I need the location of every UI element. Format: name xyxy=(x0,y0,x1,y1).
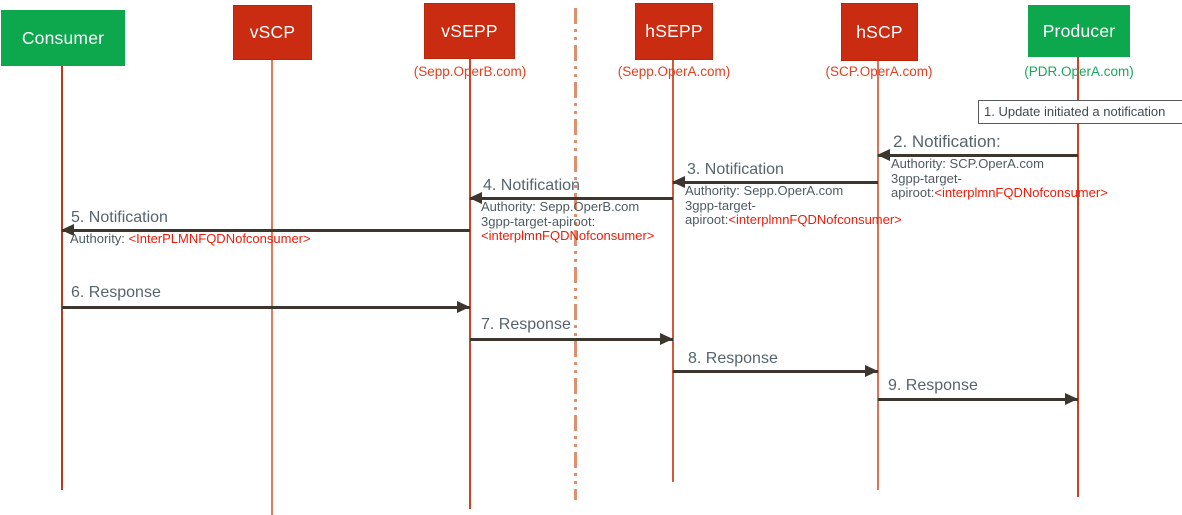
actor-vsepp-domain: (Sepp.OperB.com) xyxy=(413,64,527,79)
lifeline-hscp xyxy=(877,61,879,490)
message-4-heading: 4. Notification xyxy=(483,177,580,194)
message-5-line1: Authority: <InterPLMNFQDNofconsumer> xyxy=(70,231,311,247)
message-9-arrow-line xyxy=(878,398,1078,401)
message-2-line3-fqdn: <interplmnFQDNofconsumer> xyxy=(934,185,1108,200)
message-8-heading: 8. Response xyxy=(688,350,778,367)
message-8-arrowhead-icon xyxy=(865,365,878,377)
message-2-line3-prefix: apiroot: xyxy=(891,185,935,200)
message-5-line1-fqdn: <InterPLMNFQDNofconsumer> xyxy=(128,231,311,246)
lifeline-vsepp xyxy=(469,59,471,509)
message-7-arrow-line xyxy=(470,338,673,341)
message-2-line2: 3gpp-target- xyxy=(891,170,962,186)
message-5-heading: 5. Notification xyxy=(71,209,168,226)
message-9-arrowhead-icon xyxy=(1065,393,1078,405)
message-2-heading: 2. Notification: xyxy=(893,132,1001,151)
message-9-heading: 9. Response xyxy=(888,377,978,394)
plmn-boundary-separator xyxy=(574,8,577,500)
lifeline-producer xyxy=(1077,57,1079,497)
actor-vsepp-label: vSEPP xyxy=(441,20,498,41)
message-2-arrowhead-icon xyxy=(877,149,890,161)
message-3-line3: apiroot:<interplmnFQDNofconsumer> xyxy=(685,212,902,228)
message-2-line3: apiroot:<interplmnFQDNofconsumer> xyxy=(891,185,1108,201)
message-3-body: Authority: Sepp.OperA.com 3gpp-target- a… xyxy=(685,183,902,228)
lifeline-consumer xyxy=(61,66,63,490)
note-step1-text: 1. Update initiated a notification xyxy=(984,104,1166,119)
message-3-heading: 3. Notification xyxy=(687,161,784,178)
message-4-line1: Authority: Sepp.OperB.com xyxy=(481,199,640,214)
message-3-arrow-line xyxy=(673,181,878,184)
message-5-arrow-line xyxy=(62,229,470,232)
message-4-arrow-line xyxy=(470,197,673,200)
message-5-arrowhead-icon xyxy=(61,224,74,236)
actor-producer-label: Producer xyxy=(1042,20,1116,41)
message-6-heading: 6. Response xyxy=(71,284,161,301)
actor-consumer-label: Consumer xyxy=(21,27,105,48)
message-3-line2: 3gpp-target- xyxy=(685,197,756,213)
actor-producer-domain: (PDR.OperA.com) xyxy=(1024,64,1134,79)
message-7-arrowhead-icon xyxy=(660,333,673,345)
actor-vscp-label: vSCP xyxy=(249,22,296,42)
message-2-line1: Authority: SCP.OperA.com xyxy=(891,156,1044,171)
message-2-arrow-line xyxy=(878,154,1078,157)
message-7-heading: 7. Response xyxy=(481,316,571,333)
message-2-body: Authority: SCP.OperA.com 3gpp-target- ap… xyxy=(891,156,1108,201)
message-4-line2: 3gpp-target-apiroot: xyxy=(481,213,596,229)
note-step1: 1. Update initiated a notification xyxy=(978,100,1182,124)
actor-hscp: hSCP xyxy=(841,3,918,61)
message-4-body: Authority: Sepp.OperB.com 3gpp-target-ap… xyxy=(481,199,655,244)
message-8-arrow-line xyxy=(673,370,878,373)
actor-hscp-domain: (SCP.OperA.com) xyxy=(825,64,933,79)
message-3-line1: Authority: Sepp.OperA.com xyxy=(685,183,844,198)
lifeline-hsepp xyxy=(672,60,674,482)
actor-hsepp-domain: (Sepp.OperA.com) xyxy=(617,64,731,79)
message-3-arrowhead-icon xyxy=(672,176,685,188)
actor-vsepp: vSEPP xyxy=(424,3,515,59)
message-5-body: Authority: <InterPLMNFQDNofconsumer> xyxy=(70,231,311,247)
actor-consumer: Consumer xyxy=(1,10,125,66)
message-6-arrow-line xyxy=(62,306,470,309)
message-5-line1-prefix: Authority: xyxy=(70,231,129,246)
actor-hsepp: hSEPP xyxy=(635,3,713,60)
lifeline-vscp xyxy=(271,60,273,515)
message-4-arrowhead-icon xyxy=(469,192,482,204)
message-6-arrowhead-icon xyxy=(457,301,470,313)
message-3-line3-prefix: apiroot: xyxy=(685,212,729,227)
actor-producer: Producer xyxy=(1028,5,1130,57)
actor-hsepp-label: hSEPP xyxy=(645,21,703,41)
message-4-line3-fqdn: <interplmnFQDNofconsumer> xyxy=(481,228,655,243)
actor-vscp: vSCP xyxy=(233,5,312,60)
actor-hscp-label: hSCP xyxy=(856,21,903,42)
message-3-line3-fqdn: <interplmnFQDNofconsumer> xyxy=(728,212,902,227)
